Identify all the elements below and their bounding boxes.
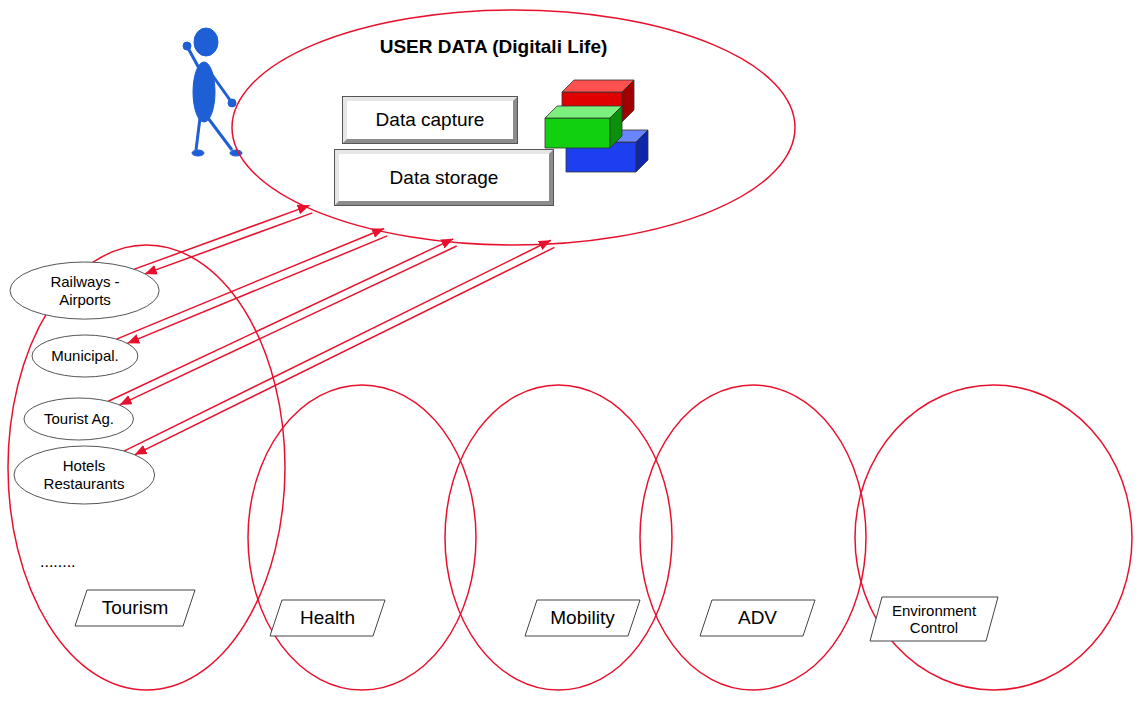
domain-region: ADV [640,385,866,690]
data-flow-arrow [145,213,313,274]
domain-tag: Tourism [75,590,195,626]
ellipse [24,398,133,440]
parallelogram-outline [700,600,815,636]
parallelogram-outline [525,600,640,636]
ellipse [10,262,159,319]
actor-oval: Railways - Airports [10,262,159,319]
parallelogram-outline [870,597,998,641]
domain-tag: Mobility [525,600,640,636]
data-flow-arrow [127,236,387,343]
actor-oval: Hotels Restaurants [14,446,155,504]
domain-region: Health [248,385,476,690]
domain-label: Environment Control [890,602,978,636]
ellipse [248,385,476,690]
domain-region: Tourism Railways - AirportsMunicipal. Tour… [8,245,285,690]
ellipse-outline [640,385,866,690]
domain-tag: ADV [700,600,815,636]
ellipse [14,446,155,504]
domain-tag: Environment Control [870,597,998,641]
ellipse [232,10,795,245]
oval-label: Tourist Ag. [44,410,114,428]
data-flow-arrow [120,246,457,405]
ellipse-outline [855,385,1132,690]
parallelogram-outline [270,600,385,636]
box-label: Data capture [376,109,485,131]
oval-label: Municipal. [51,347,119,365]
data-flow-arrow [108,239,453,401]
ellipse [855,385,1132,690]
process-box: Data capture [343,97,517,143]
domain-label: Health [300,607,355,629]
domain-label: Tourism [102,597,169,619]
ellipsis-note: ........ [40,553,76,571]
domain-label: ADV [738,607,777,629]
oval-label: Hotels Restaurants [38,457,130,493]
ellipse [445,385,672,690]
ellipse-outline [248,385,476,690]
ellipse [8,245,285,690]
data-cubes [545,80,648,172]
ellipse [640,385,866,690]
domain-tag: Health [270,600,385,636]
ellipse-outline [445,385,672,690]
domain-region: Mobility [445,385,672,690]
ellipse [32,335,138,377]
domain-label: Mobility [550,607,614,629]
actor-oval: Tourist Ag. [24,398,133,440]
data-flow-arrow [135,247,555,454]
domain-region: Environment Control [855,385,1132,690]
parallelogram-outline [75,590,195,626]
box-label: Data storage [390,167,499,189]
data-flow-arrow [134,205,310,269]
oval-label: Railways - Airports [36,273,134,309]
process-box: Data storage [335,150,553,205]
ellipse-title: USER DATA (Digitali Life) [380,36,608,58]
actor-oval: Municipal. [32,335,138,377]
user-data-ellipse: USER DATA (Digitali Life) Data captureDat… [232,10,795,245]
